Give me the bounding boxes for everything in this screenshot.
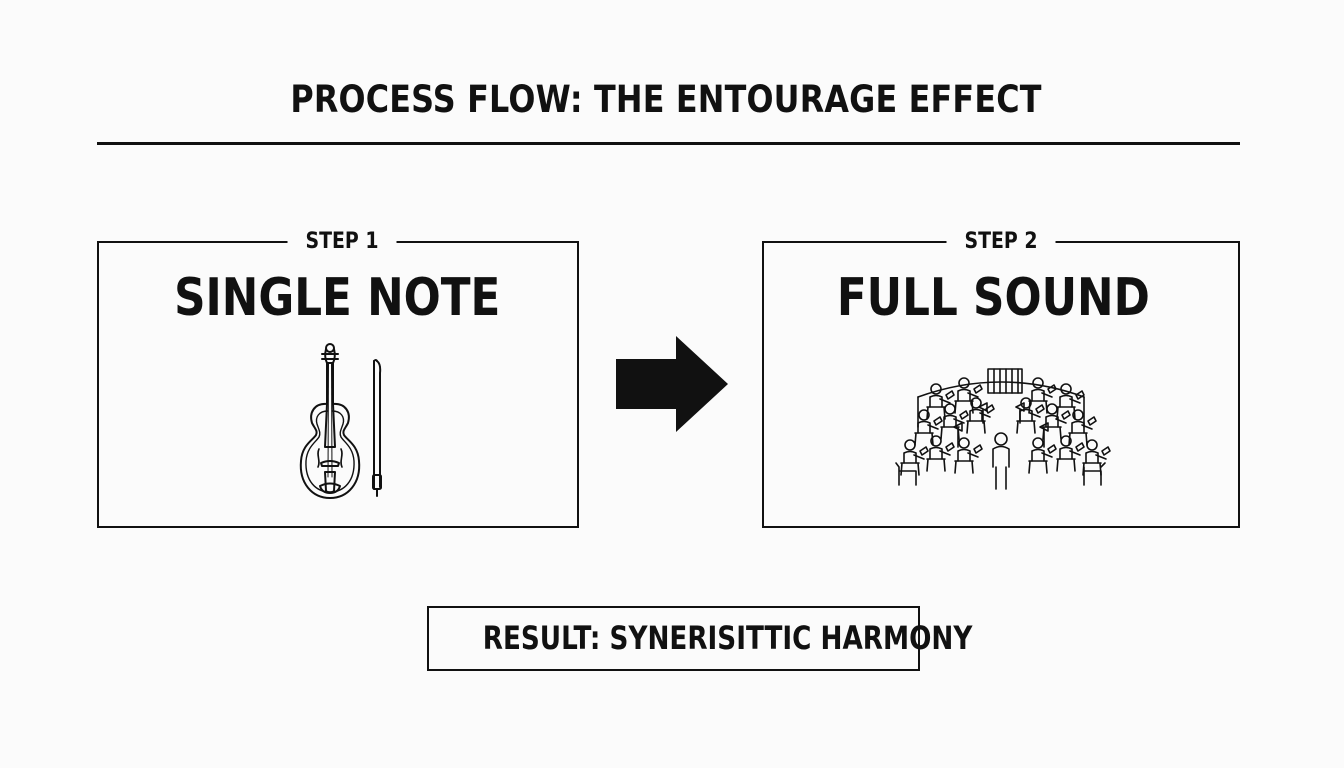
title-divider: [97, 142, 1240, 145]
step-1-heading-text: SINGLE NOTE: [173, 268, 501, 328]
step-1-label: STEP 1: [287, 229, 397, 255]
step-2-label: STEP 2: [946, 229, 1056, 255]
step-2-heading: FULL SOUND: [756, 267, 1230, 329]
arrow-right-icon: [616, 336, 728, 432]
result-box: RESULT: SYNERISITTIC HARMONY: [427, 606, 972, 671]
step-1-box: STEP 1 SINGLE NOTE: [97, 229, 579, 528]
page-title: PROCESS FLOW: THE ENTOURAGE EFFECT: [290, 78, 1042, 121]
step-2-box: STEP 2 FULL SOUND: [762, 229, 1240, 528]
violin-icon: [299, 343, 382, 499]
step-1-heading: SINGLE NOTE: [98, 267, 576, 329]
step-2-label-text: STEP 2: [964, 229, 1038, 254]
step-1-label-text: STEP 1: [305, 229, 379, 254]
result-text: RESULT: SYNERISITTIC HARMONY: [482, 619, 973, 657]
step-2-heading-text: FULL SOUND: [836, 268, 1150, 328]
orchestra-icon: [895, 368, 1111, 490]
